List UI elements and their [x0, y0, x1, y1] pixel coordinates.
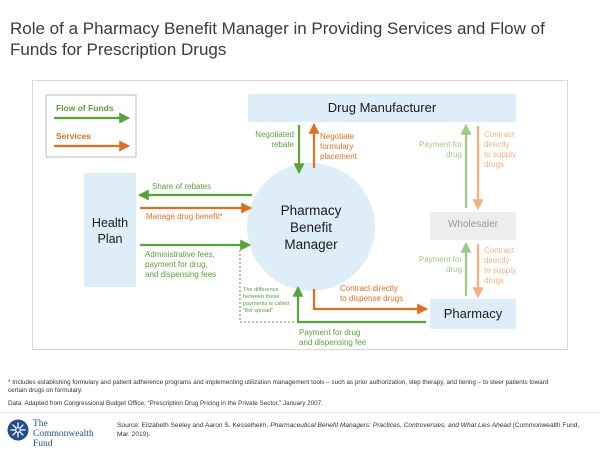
label-payment-bottom: Payment for drug — [410, 255, 462, 275]
label-spread: The difference between these payments is… — [243, 287, 289, 315]
pharmacy-label: Pharmacy — [443, 306, 503, 321]
label-share-of-rebates: Share of rebates — [152, 182, 212, 191]
label-payment-top-line-2: drug — [445, 150, 462, 159]
label-contract-bottom-line-4: drugs — [484, 276, 505, 285]
label-negotiated-rebate-line-1: Negotiated — [255, 130, 294, 139]
label-negotiate-formulary: Negotiate formulary placement — [320, 132, 357, 162]
arrow-payment-dispensing — [292, 285, 426, 324]
label-admin-fees-line-1: Administrative fees, — [145, 250, 215, 259]
label-payment-bottom-line-2: drug — [445, 265, 462, 274]
footnote-line-2: certain drugs on formulary. — [8, 387, 83, 394]
label-contract-dispense-line-2: to dispense drugs — [340, 294, 404, 303]
label-contract-dispense: Contract directly to dispense drugs — [340, 284, 403, 304]
arrow-contract-dispense — [312, 289, 429, 315]
source-citation: Source: Elizabeth Seeley and Aaron S. Ke… — [117, 422, 595, 439]
manufacturer-box — [248, 94, 516, 122]
footer — [0, 412, 600, 451]
label-admin-fees-line-3: and dispensing fees — [145, 270, 217, 279]
health-plan-box — [84, 173, 136, 287]
label-spread-line-1: The difference — [243, 287, 279, 293]
logo-line-2: Commonwealth — [33, 429, 94, 439]
source-title: Pharmaceutical Benefit Managers: Practic… — [270, 422, 511, 429]
logo-wordmark: The Commonwealth Fund — [33, 419, 94, 449]
label-admin-fees: Administrative fees, payment for drug, a… — [145, 250, 216, 280]
label-negotiate-formulary-line-1: Negotiate — [320, 132, 355, 141]
label-contract-bottom-line-1: Contract — [484, 246, 515, 255]
health-plan-label-line-2: Plan — [97, 232, 123, 246]
pbm-circle — [247, 163, 375, 291]
health-plan-label-line-1: Health — [91, 216, 129, 230]
label-contract-bottom: Contract directly to supply drugs — [484, 246, 516, 286]
label-payment-dispensing-line-2: and dispensing fee — [299, 338, 367, 347]
pharmacy-box — [430, 299, 516, 329]
label-negotiate-formulary-line-3: placement — [320, 152, 357, 161]
source-suffix-1: (Commonwealth Fund, — [510, 422, 580, 429]
label-spread-line-4: “the spread” — [243, 308, 274, 314]
label-manage-drug-benefit: Manage drug benefit* — [146, 212, 223, 221]
label-negotiated-rebate-line-2: rebate — [271, 140, 294, 149]
legend-services-label: Services — [56, 131, 91, 141]
pbm-label-line-1: Pharmacy — [280, 203, 342, 218]
source-suffix-2: Mar. 2019). — [117, 430, 151, 438]
legend-funds-label: Flow of Funds — [56, 103, 114, 113]
manufacturer-label: Drug Manufacturer — [327, 100, 437, 115]
label-contract-top: Contract directly to supply drugs — [484, 130, 516, 170]
logo-line-3: Fund — [33, 439, 53, 449]
pbm-label-line-3: Manager — [284, 237, 338, 252]
label-contract-top-line-3: to supply — [484, 150, 517, 159]
pbm-label-line-2: Benefit — [289, 220, 333, 235]
logo-line-1: The — [33, 419, 48, 429]
label-contract-top-line-4: drugs — [484, 160, 505, 169]
data-note: Data: Adapted from Congressional Budget … — [8, 400, 323, 407]
label-contract-bottom-line-2: directly — [484, 256, 510, 265]
label-contract-top-line-1: Contract — [484, 130, 515, 139]
source-prefix: Source: Elizabeth Seeley and Aaron S. Ke… — [117, 422, 271, 429]
label-spread-line-3: payments is called — [243, 301, 290, 307]
page-title: Role of a Pharmacy Benefit Manager in Pr… — [10, 19, 545, 59]
label-negotiate-formulary-line-2: formulary — [320, 142, 354, 151]
commonwealth-logo-icon — [7, 419, 29, 441]
label-spread-line-2: between these — [243, 294, 280, 300]
label-contract-top-line-2: directly — [484, 140, 510, 149]
label-payment-dispensing-line-1: Payment for drug — [299, 328, 361, 337]
label-payment-top: Payment for drug — [410, 140, 462, 160]
label-payment-top-line-1: Payment for — [418, 140, 462, 149]
label-contract-bottom-line-3: to supply — [484, 266, 517, 275]
label-negotiated-rebate: Negotiated rebate — [248, 130, 294, 150]
spread-bracket — [239, 250, 296, 323]
health-plan-label: Health Plan — [84, 215, 136, 247]
label-admin-fees-line-2: payment for drug, — [145, 260, 208, 269]
wholesaler-label: Wholesaler — [447, 219, 499, 230]
footnote-line-1: * Includes establishing formulary and pa… — [8, 379, 549, 386]
label-contract-dispense-line-1: Contract directly — [340, 284, 398, 293]
pbm-label: Pharmacy Benefit Manager — [251, 202, 371, 253]
label-payment-dispensing: Payment for drug and dispensing fee — [299, 328, 366, 348]
wholesaler-box — [430, 212, 516, 240]
footnote: * Includes establishing formulary and pa… — [8, 379, 593, 395]
label-payment-bottom-line-1: Payment for — [418, 255, 462, 264]
